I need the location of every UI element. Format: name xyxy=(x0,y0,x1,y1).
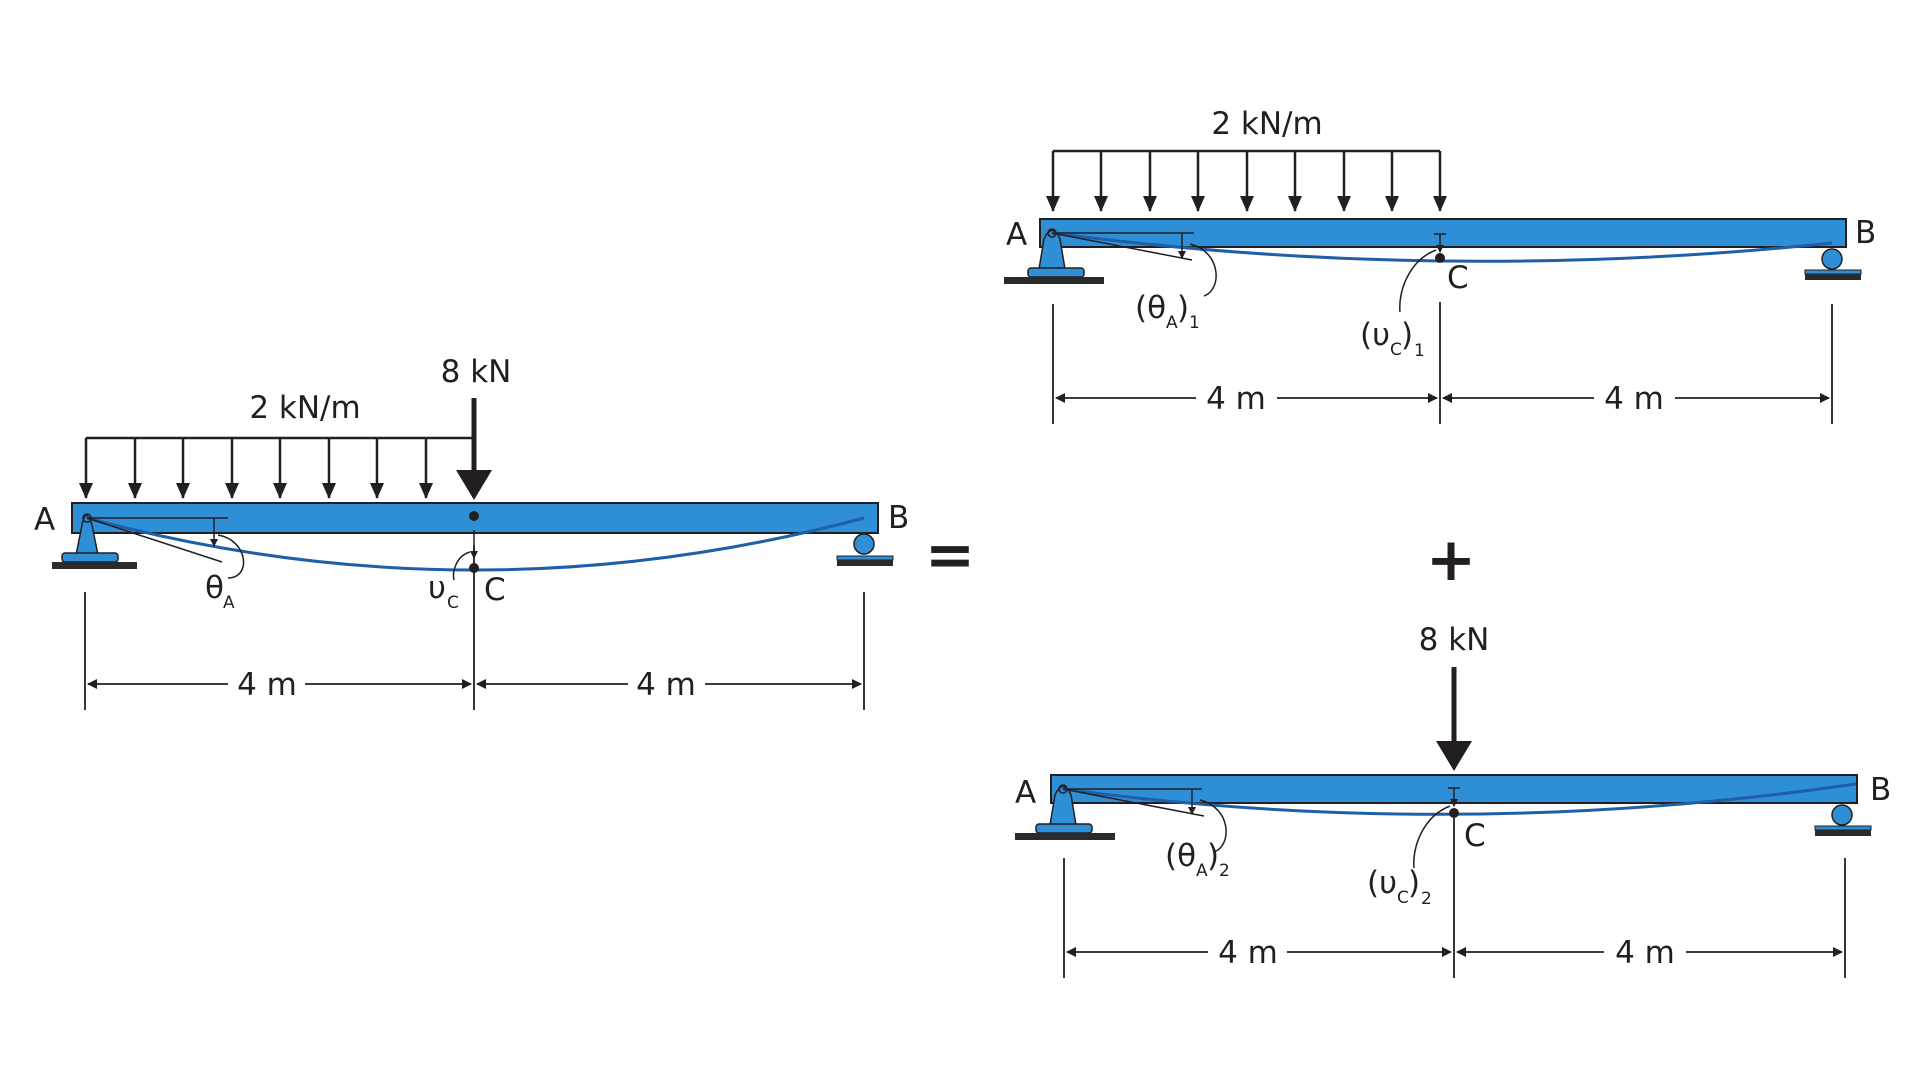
top-right-roller-support xyxy=(1804,248,1862,280)
left-point-load-label: 8 kN xyxy=(441,354,512,390)
top-right-theta-subscript: A xyxy=(1166,313,1178,333)
bottom-right-theta-subscript: A xyxy=(1196,861,1208,881)
left-theta-subscript: A xyxy=(223,593,235,613)
top-right-pin-support xyxy=(1004,228,1104,284)
bottom-right-point-a-label: A xyxy=(1015,775,1036,811)
top-right-beam xyxy=(1039,218,1847,248)
bottom-right-dimension-lines xyxy=(1063,818,1846,978)
top-right-point-b-label: B xyxy=(1855,215,1876,251)
top-right-point-a-label: A xyxy=(1006,217,1027,253)
bottom-right-point-load-label: 8 kN xyxy=(1419,622,1490,658)
left-beam-system: 2 kN/m 8 kN θ xyxy=(34,354,909,710)
left-dimension-2: 4 m xyxy=(636,667,696,703)
bottom-right-v-close: ) xyxy=(1408,865,1420,901)
top-right-midspan-marker xyxy=(1399,233,1446,313)
bottom-right-v-index: 2 xyxy=(1421,889,1432,909)
left-v-symbol: υ xyxy=(428,570,446,606)
left-dimension-lines xyxy=(84,545,865,710)
bottom-right-pin-support xyxy=(1015,784,1115,840)
top-right-slope-tangent xyxy=(1051,232,1217,297)
left-distributed-load xyxy=(79,436,474,499)
top-right-dimension-lines xyxy=(1052,302,1833,424)
top-right-v-close: ) xyxy=(1401,317,1413,353)
top-right-theta-index: 1 xyxy=(1189,313,1200,333)
top-right-distributed-load xyxy=(1046,149,1447,212)
bottom-right-point-load-arrow xyxy=(1436,667,1472,771)
left-pin-support xyxy=(52,513,137,569)
bottom-right-point-c-label: C xyxy=(1464,818,1486,854)
bottom-right-beam-system: 8 kN (θ A ) 2 (υ xyxy=(1015,622,1891,978)
bottom-right-dimension-1: 4 m xyxy=(1218,935,1278,971)
left-point-c-label: C xyxy=(484,572,506,608)
bottom-right-v-open: (υ xyxy=(1367,865,1397,901)
top-right-beam-system: 2 kN/m (θ A ) 1 (υ xyxy=(1004,106,1876,424)
equals-sign: = xyxy=(925,520,975,590)
left-roller-support xyxy=(836,533,894,566)
top-right-dimension-1: 4 m xyxy=(1206,381,1266,417)
bottom-right-theta-index: 2 xyxy=(1219,861,1230,881)
left-slope-tangent xyxy=(86,517,245,579)
bottom-right-point-b-label: B xyxy=(1870,772,1891,808)
top-right-theta-close: ) xyxy=(1177,290,1189,326)
bottom-right-theta-open: (θ xyxy=(1165,838,1196,874)
left-point-b-label: B xyxy=(888,500,909,536)
bottom-right-dimension-2: 4 m xyxy=(1615,935,1675,971)
top-right-distributed-load-label: 2 kN/m xyxy=(1211,106,1322,142)
top-right-point-c-label: C xyxy=(1447,260,1469,296)
top-right-v-subscript: C xyxy=(1390,340,1402,360)
left-distributed-load-label: 2 kN/m xyxy=(249,390,360,426)
bottom-right-midspan-marker xyxy=(1413,787,1460,869)
left-theta-symbol: θ xyxy=(205,570,224,606)
top-right-v-index: 1 xyxy=(1414,341,1425,361)
bottom-right-theta-close: ) xyxy=(1207,838,1219,874)
left-v-subscript: C xyxy=(447,593,459,613)
bottom-right-slope-tangent xyxy=(1062,788,1227,853)
left-point-load-arrow xyxy=(456,398,492,500)
left-dimension-1: 4 m xyxy=(237,667,297,703)
top-right-theta-open: (θ xyxy=(1135,290,1166,326)
bottom-right-v-subscript: C xyxy=(1397,888,1409,908)
bottom-right-roller-support xyxy=(1814,804,1872,836)
left-point-a-label: A xyxy=(34,502,55,538)
top-right-dimension-2: 4 m xyxy=(1604,381,1664,417)
top-right-v-open: (υ xyxy=(1360,317,1390,353)
plus-sign: + xyxy=(1426,525,1476,595)
